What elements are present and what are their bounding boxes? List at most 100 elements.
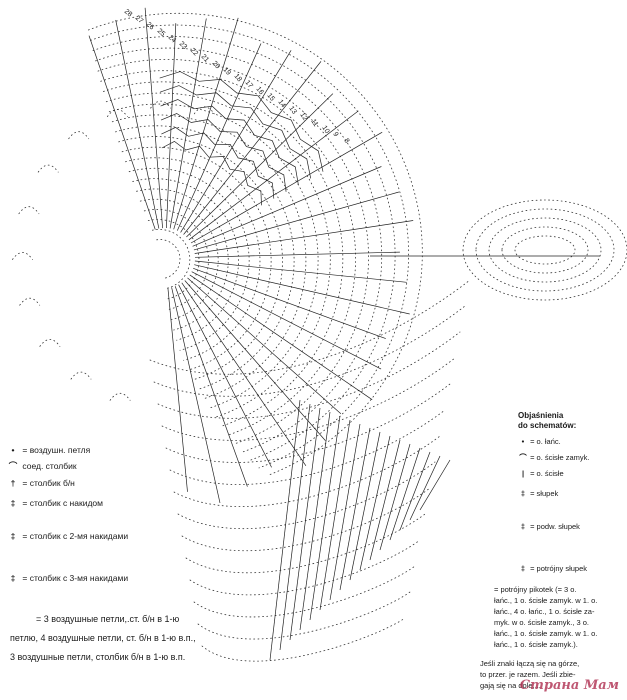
legend-pl-note: Jeśli znaki łączą się na górze, to przer… bbox=[480, 658, 610, 691]
legend-pl-picot: = potrójny pikotek (= 3 o. łańc., 1 o. ś… bbox=[494, 584, 614, 650]
chart-spoke bbox=[190, 131, 383, 244]
chart-spoke bbox=[181, 282, 307, 466]
chart-row-arc bbox=[95, 47, 383, 453]
legend-ru-item: ⌒ соед. столбик bbox=[8, 461, 77, 471]
legend-pl-item: ⌒ = o. ścisłe zamyk. bbox=[519, 453, 590, 462]
chart-spoke bbox=[173, 17, 239, 230]
chart-spoke bbox=[194, 251, 400, 258]
chart-skirt-stitch bbox=[399, 451, 431, 531]
chart-spoke bbox=[180, 50, 292, 233]
chart-spoke bbox=[191, 271, 382, 370]
chart-spoke bbox=[166, 23, 177, 229]
chart-spoke bbox=[174, 286, 248, 487]
chart-row-arc bbox=[125, 157, 261, 361]
row-number: 28 bbox=[123, 8, 134, 18]
picot-line: myk. w o. ścisłe zamyk., 3 o. bbox=[494, 618, 590, 627]
row-number: 20 bbox=[211, 60, 221, 71]
legend-pl-item: | = o. ścisłe bbox=[521, 469, 564, 478]
legend-ru-item: ‡ = столбик с 3-мя накидами bbox=[10, 573, 129, 583]
chart-spoke bbox=[188, 110, 359, 241]
chart-spoke bbox=[167, 287, 188, 492]
chart-spoke bbox=[184, 280, 326, 441]
chart-row-arc bbox=[108, 103, 319, 409]
picot-line: łańc., 4 o. łańc., 1 o. ścisłe za- bbox=[494, 607, 595, 616]
chart-mesh bbox=[160, 113, 287, 192]
chart-row-arc bbox=[115, 125, 295, 390]
row-number: 17 bbox=[243, 79, 253, 90]
chart-row-arc bbox=[111, 114, 307, 400]
chart-scallop bbox=[109, 392, 131, 401]
chart-row-arc bbox=[97, 58, 370, 445]
chart-skirt-stitch bbox=[389, 447, 421, 541]
chart-skirt-row bbox=[197, 591, 411, 640]
chart-skirt-row bbox=[185, 513, 426, 574]
chart-skirt-row bbox=[201, 617, 406, 662]
chart-scallop bbox=[19, 297, 41, 306]
row-number: 8 bbox=[342, 138, 350, 145]
chart-row-arc bbox=[136, 188, 229, 331]
picot-line: = 3 воздушные петли,.ст. б/н в 1-ю bbox=[36, 614, 180, 624]
chart-spoke bbox=[193, 191, 399, 251]
chart-skirt-stitch bbox=[329, 423, 361, 601]
picot-line: łańc., 1 o. ścisłe zamyk. w 1. o. bbox=[494, 596, 598, 605]
chart-row-arc bbox=[147, 219, 200, 300]
watermark-logo: Страна Мам bbox=[519, 678, 619, 693]
chart-leaf-ring bbox=[462, 199, 627, 301]
chart-row-arc bbox=[132, 178, 239, 341]
row-number: 18 bbox=[232, 73, 242, 84]
row-number: 26 bbox=[145, 21, 156, 31]
chart-skirt-stitch bbox=[309, 415, 341, 621]
legend-ru-item: † = столбик б/н bbox=[10, 478, 75, 488]
note-line: Jeśli znaki łączą się na górze, bbox=[480, 659, 580, 668]
chart-skirt-row bbox=[161, 357, 456, 441]
picot-line: łańc., 1 o. ścisłe zamyk.). bbox=[494, 640, 578, 649]
chart-scallop bbox=[68, 131, 90, 140]
row-number: 23 bbox=[178, 40, 189, 51]
chart-stitch-lines bbox=[12, 12, 627, 662]
legend-ru-item: • = воздушн. петля bbox=[11, 445, 91, 455]
chart-spoke bbox=[187, 277, 342, 415]
chart-spoke bbox=[169, 18, 207, 229]
chart-skirt-stitch bbox=[269, 399, 301, 661]
chart-mesh bbox=[161, 126, 275, 199]
row-number: 21 bbox=[200, 53, 211, 64]
legend-ru-picot: = 3 воздушные петли,.ст. б/н в 1-ю петлю… bbox=[10, 610, 260, 667]
chart-skirt-row bbox=[149, 279, 471, 375]
chart-spoke bbox=[144, 7, 163, 229]
chart-spoke bbox=[194, 220, 414, 254]
chart-spoke bbox=[194, 264, 410, 315]
picot-line: = potrójny pikotek (= 3 o. bbox=[494, 585, 577, 594]
chart-mesh bbox=[160, 99, 299, 186]
chart-stitch-marks bbox=[88, 7, 600, 661]
chart-mesh bbox=[161, 140, 262, 206]
picot-line: łańc., 1 o. ścisłe zamyk. w 1. o. bbox=[494, 629, 598, 638]
legend-pl-item: ‡ = potrójny słupek bbox=[520, 564, 588, 573]
chart-spoke bbox=[192, 166, 382, 247]
chart-row-arc bbox=[105, 92, 331, 418]
chart-row-arc bbox=[118, 136, 283, 381]
chart-skirt-stitch bbox=[339, 427, 371, 591]
chart-spoke bbox=[189, 274, 373, 400]
chart-spoke bbox=[88, 35, 156, 230]
chart-row-arc bbox=[90, 24, 409, 469]
note-line: gają się na dole,... bbox=[480, 681, 541, 690]
legend-pl-item: ‡ = podw. słupek bbox=[520, 522, 580, 531]
row-number: 27 bbox=[134, 15, 145, 25]
row-number: 13 bbox=[287, 105, 297, 115]
chart-scallop bbox=[70, 371, 92, 380]
chart-spoke bbox=[176, 43, 262, 231]
legend-ru-item: ‡ = столбик с 2-мя накидами bbox=[10, 531, 129, 541]
chart-scallop bbox=[193, 106, 215, 115]
chart-skirt-row bbox=[181, 487, 431, 552]
row-number: 12 bbox=[298, 112, 308, 122]
chart-skirt-stitch bbox=[279, 403, 311, 651]
chart-row-arc bbox=[121, 146, 272, 371]
row-number: 11 bbox=[309, 118, 319, 128]
chart-skirt-row bbox=[189, 539, 421, 596]
chart-skirt-stitch bbox=[409, 455, 441, 521]
chart-skirt-stitch bbox=[359, 435, 391, 571]
heading-line: do schematów: bbox=[518, 421, 577, 430]
chart-skirt-row bbox=[173, 435, 441, 507]
